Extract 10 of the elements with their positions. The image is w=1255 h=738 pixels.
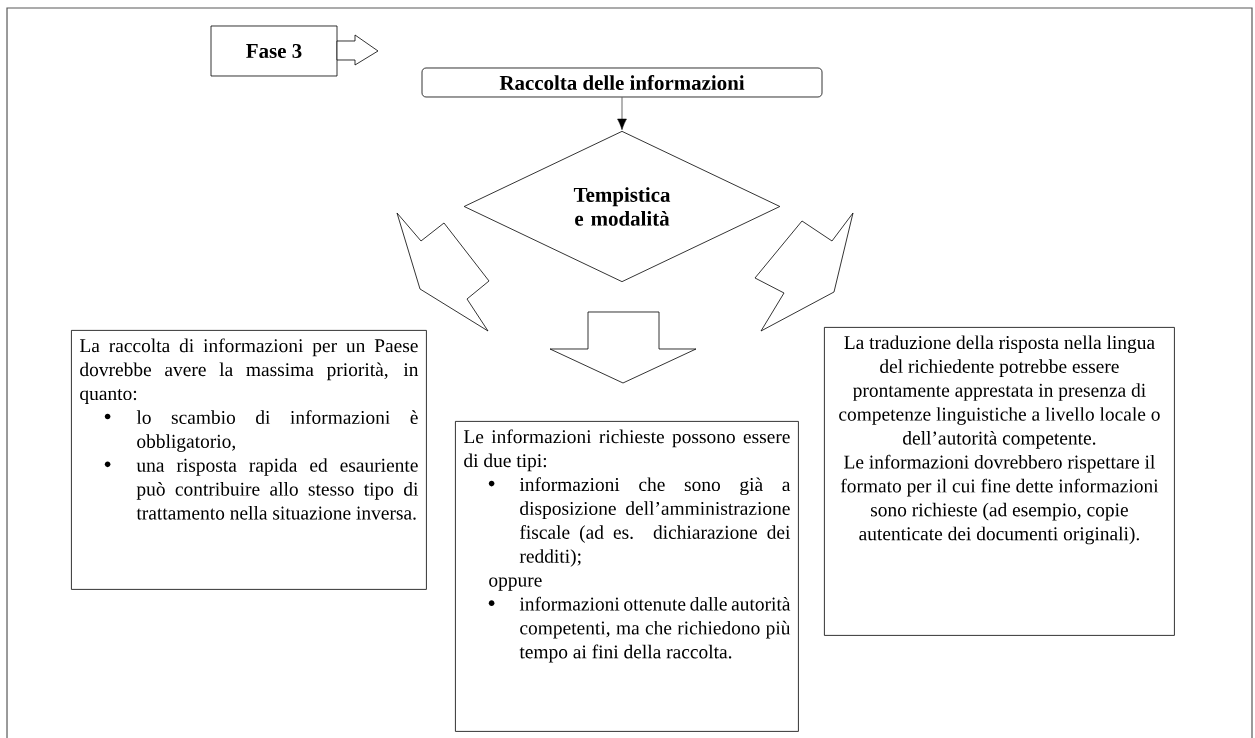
block-arrow (754, 212, 854, 332)
text-box: La traduzione della risposta nella lingua del richiedente potrebbe essere prontamente apprestata in presenza di competenze linguistiche a livello locale o dell’autorità competente. Le informazioni dovrebbero rispettare il formato per il cui fine dette informazioni sono richieste (ad esempio, copie autenticate dei documenti originali). (824, 327, 1175, 636)
title-box: Raccolta delle informazioni (421, 67, 823, 98)
block-arrow (396, 212, 490, 332)
phase-box: Fase 3 (210, 25, 338, 77)
text-box: La raccolta di informazioni per un Paese dovrebbe avere la massima priorità, in quanto: lo scambio di informazioni è obbligatorio, una risposta rapida ed esauriente può contribuire allo stesso tipo di trattamento nella situazione inversa. (71, 330, 427, 590)
text-box: Le informazioni richieste possono essere di due tipi: informazioni che sono già a disposizione dell’amministrazione fiscale (ad es. dichiarazione dei redditi); oppure informazioni ottenute dalle autorità competenti, ma che richiedono più tempo ai fini della raccolta. (455, 421, 799, 732)
block-arrow (549, 311, 697, 384)
arrow (617, 97, 627, 130)
block-arrow (336, 34, 379, 66)
